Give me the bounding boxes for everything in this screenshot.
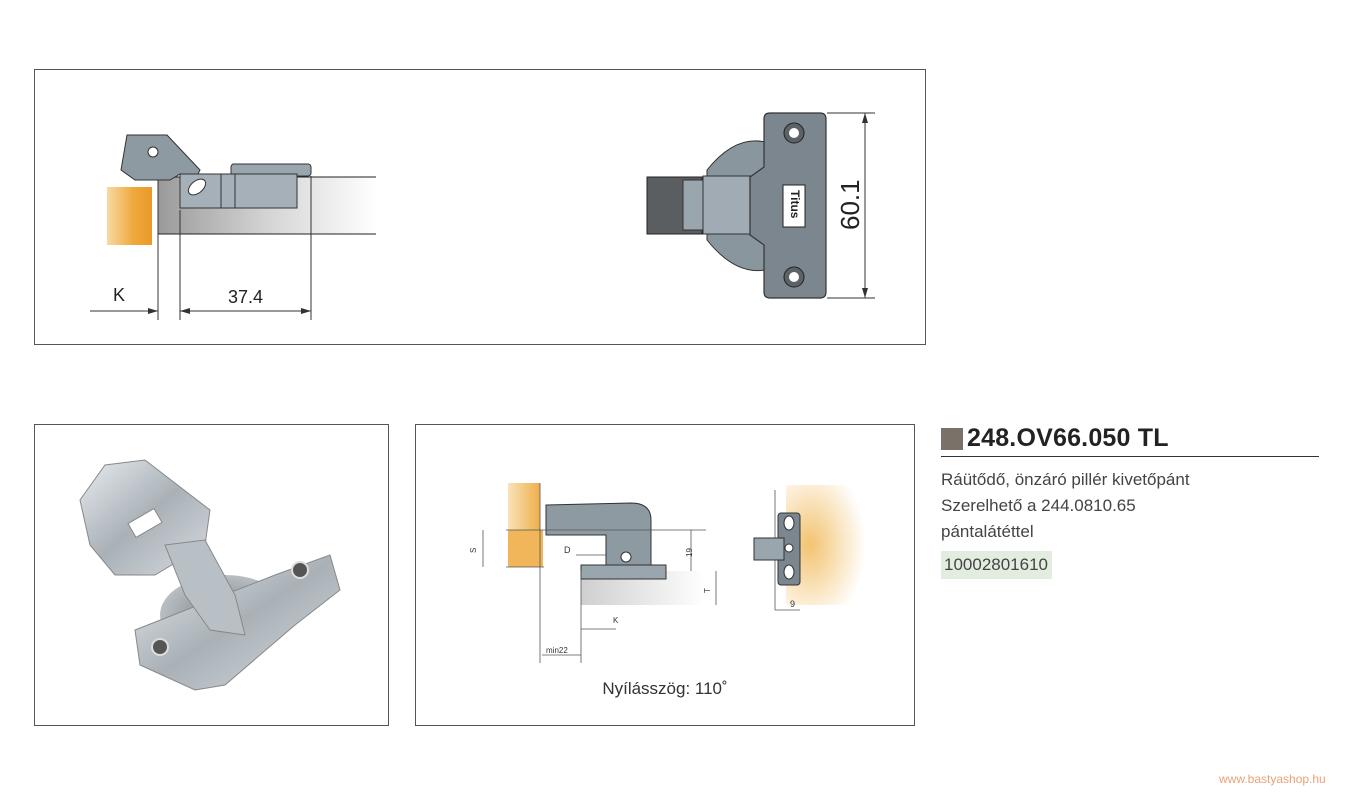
product-photo-panel — [34, 424, 389, 726]
top-drawing-panel: K 37.4 Titus 60.1 — [34, 69, 926, 345]
site-watermark: www.bastyashop.hu — [1219, 772, 1326, 786]
label-k: K — [613, 616, 619, 625]
article-number-badge: 10002801610 — [941, 551, 1053, 579]
label-d: D — [564, 545, 571, 555]
installation-drawing: S D 19 T K min22 9 — [469, 483, 866, 663]
brand-mark: Titus — [788, 190, 802, 219]
dim-plate-height-label: 60.1 — [835, 179, 865, 230]
dim-depth-label: 37.4 — [228, 287, 263, 307]
hinge-side-and-top-drawing: K 37.4 Titus 60.1 — [90, 112, 875, 320]
product-description: Ráütődő, önzáró pillér kivetőpánt Szerel… — [941, 467, 1319, 545]
product-info: 248.OV66.050 TL Ráütődő, önzáró pillér k… — [941, 424, 1319, 579]
label-s: S — [469, 548, 478, 553]
hinge-photo — [79, 459, 341, 691]
label-9: 9 — [790, 599, 795, 609]
description-line-3: pántalátéttel — [941, 522, 1034, 541]
description-line-2: Szerelhető a 244.0810.65 — [941, 496, 1136, 515]
installation-drawing-panel: S D 19 T K min22 9 Nyílásszög: 110˚ — [415, 424, 915, 726]
product-title-row: 248.OV66.050 TL — [941, 424, 1319, 457]
dim-k-label: K — [113, 285, 125, 305]
door-panel — [107, 187, 152, 245]
opening-angle-caption: Nyílásszög: 110˚ — [602, 679, 728, 698]
title-square-marker — [941, 427, 963, 450]
label-19: 19 — [685, 548, 694, 557]
label-t: T — [703, 588, 712, 593]
description-line-1: Ráütődő, önzáró pillér kivetőpánt — [941, 470, 1190, 489]
product-code: 248.OV66.050 TL — [967, 424, 1169, 452]
label-min: min22 — [546, 646, 568, 655]
